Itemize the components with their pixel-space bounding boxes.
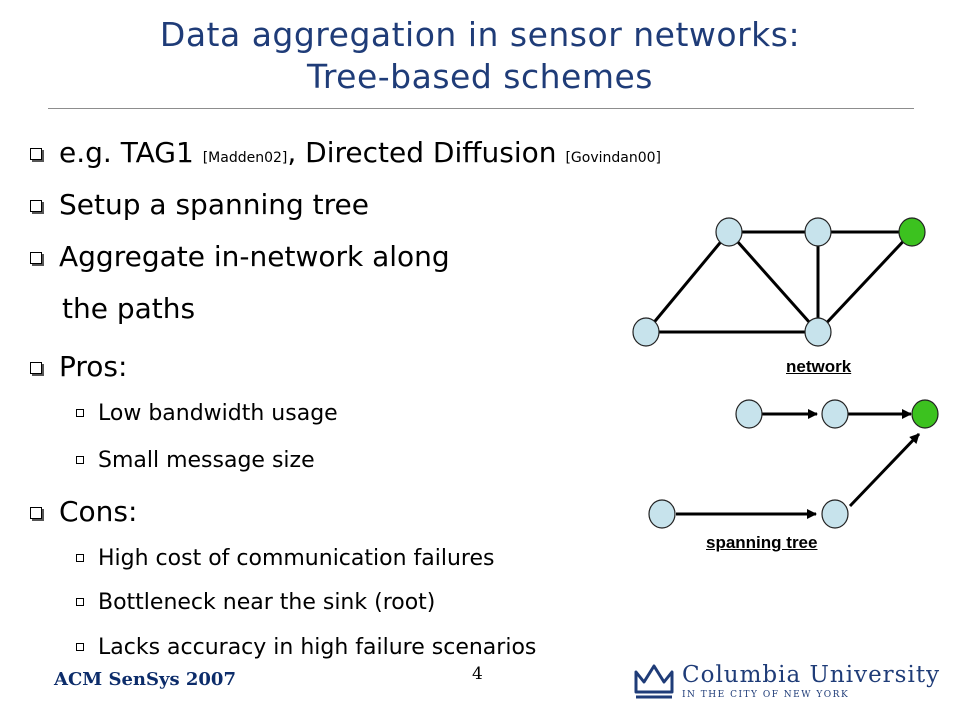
citation-ref: [Govindan00] bbox=[565, 150, 661, 166]
network-edge bbox=[644, 231, 731, 333]
bullet-text: Pros: bbox=[59, 350, 128, 383]
square-bullet-icon bbox=[30, 507, 42, 519]
bullet-setup-tree: Setup a spanning tree bbox=[30, 188, 369, 221]
slide-title: Data aggregation in sensor networks: Tre… bbox=[60, 14, 900, 98]
bullet-text: Low bandwidth usage bbox=[98, 401, 338, 426]
conference-name: ACM SenSys 2007 bbox=[54, 669, 236, 690]
small-square-bullet-icon bbox=[76, 643, 84, 651]
sub-bullet-accuracy: Lacks accuracy in high failure scenarios bbox=[76, 635, 536, 660]
square-bullet-icon bbox=[30, 148, 42, 160]
sink-node bbox=[898, 217, 926, 247]
bullet-text: Small message size bbox=[98, 448, 315, 473]
sub-bullet-message-size: Small message size bbox=[76, 448, 315, 473]
tree-edge-arrow bbox=[848, 432, 921, 508]
bullet-cons: Cons: bbox=[30, 495, 137, 528]
bullet-text: e.g. TAG1 bbox=[59, 136, 203, 169]
title-line-1: Data aggregation in sensor networks: bbox=[159, 15, 801, 54]
small-square-bullet-icon bbox=[76, 598, 84, 606]
page-number: 4 bbox=[472, 664, 483, 684]
title-divider bbox=[48, 108, 914, 109]
small-square-bullet-icon bbox=[76, 554, 84, 562]
title-line-2: Tree-based schemes bbox=[307, 57, 653, 96]
network-node bbox=[804, 317, 832, 347]
tree-node bbox=[821, 399, 849, 429]
bullet-text: Cons: bbox=[59, 495, 138, 528]
small-square-bullet-icon bbox=[76, 409, 84, 417]
network-label: network bbox=[786, 357, 852, 376]
square-bullet-icon bbox=[30, 252, 42, 264]
network-node bbox=[632, 317, 660, 347]
square-bullet-icon bbox=[30, 362, 42, 374]
network-edge bbox=[727, 231, 820, 333]
bullet-aggregate: Aggregate in-network along bbox=[30, 240, 450, 273]
bullet-pros: Pros: bbox=[30, 350, 127, 383]
network-edge bbox=[816, 230, 914, 334]
tree-node bbox=[648, 499, 676, 529]
sub-bullet-failures: High cost of communication failures bbox=[76, 546, 494, 571]
network-node bbox=[715, 217, 743, 247]
tree-nodes bbox=[648, 399, 939, 529]
tree-node bbox=[735, 399, 763, 429]
square-bullet-icon bbox=[30, 200, 42, 212]
bullet-text: Bottleneck near the sink (root) bbox=[98, 590, 436, 615]
network-nodes bbox=[632, 217, 926, 347]
bullet-aggregate-cont: the paths bbox=[62, 292, 195, 325]
logo-sub-text: IN THE CITY OF NEW YORK bbox=[682, 690, 850, 700]
logo-main-text: Columbia University bbox=[682, 662, 941, 688]
spanning-tree-label: spanning tree bbox=[706, 533, 818, 552]
network-node bbox=[804, 217, 832, 247]
tree-node bbox=[821, 499, 849, 529]
citation-ref: [Madden02] bbox=[202, 150, 288, 166]
sink-node bbox=[911, 399, 939, 429]
bullet-text: the paths bbox=[62, 292, 196, 325]
sub-bullet-bandwidth: Low bandwidth usage bbox=[76, 401, 338, 426]
bullet-text: Setup a spanning tree bbox=[59, 188, 369, 221]
tree-edges bbox=[676, 409, 921, 519]
network-edges bbox=[644, 230, 914, 334]
bullet-text: , Directed Diffusion bbox=[287, 136, 566, 169]
bullet-text: Aggregate in-network along bbox=[59, 240, 450, 273]
bullet-text: High cost of communication failures bbox=[98, 546, 495, 571]
sub-bullet-bottleneck: Bottleneck near the sink (root) bbox=[76, 590, 435, 615]
small-square-bullet-icon bbox=[76, 456, 84, 464]
bullet-examples: e.g. TAG1 [Madden02] , Directed Diffusio… bbox=[30, 136, 661, 169]
crown-icon bbox=[634, 664, 674, 699]
bullet-text: Lacks accuracy in high failure scenarios bbox=[98, 635, 537, 660]
university-logo: Columbia University IN THE CITY OF NEW Y… bbox=[682, 662, 940, 700]
